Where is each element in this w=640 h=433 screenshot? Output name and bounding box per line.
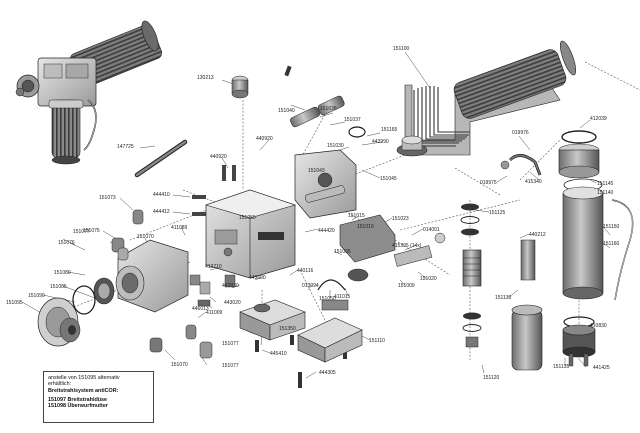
upper-block-151030 [294,149,357,219]
part-label: 019975 [480,180,497,186]
part-label: 151010 [357,224,374,230]
part-label: 415305 (14x) [392,243,422,249]
part-label: 014001 [423,227,440,233]
part-label: 151070 [137,234,154,240]
part-label: 151070 [171,362,188,368]
part-label: 013094 [302,283,319,289]
part-label: 411009 [206,310,223,316]
part-label: 151140 [597,190,614,196]
part-label: 151110 [369,338,385,344]
part-label: 440920 [256,136,273,142]
part-label: 151100 [393,46,410,52]
note-line: anstelle von 151095 alternativ [48,375,120,381]
part-label: 151040 [278,108,295,114]
bracket-151010 [339,214,446,282]
part-label: 151005 [334,249,351,255]
part-label: 441425 [593,365,610,371]
knobs-and-screws [111,165,347,388]
part-label: 151080 [54,270,71,276]
part-label: 151076 [58,240,75,246]
part-label: 151073 [99,195,116,201]
part-label: 411015 [334,294,351,300]
part-label: 412039 [590,116,607,122]
valve-block-lower [239,279,363,363]
part-label: 412710 [205,264,222,270]
part-label: 151077 [222,341,239,347]
part-label: 151145 [597,181,614,187]
part-label: 151090 [28,293,45,299]
hopper-cylinder-assembly [558,130,634,367]
part-label: 151075 [83,228,100,234]
fittings-top [231,65,428,157]
part-label: 151077 [73,229,90,235]
hose-151100 [404,40,577,156]
part-label: 443830 [222,283,239,289]
note-line: erhältlich: [48,381,72,388]
part-label: 151160 [603,241,620,247]
part-label: 151037 [344,117,361,123]
part-label: 151020 [420,276,437,282]
part-label: 410830 [590,323,607,329]
part-label: 443020 [224,300,241,306]
note-line-bold: 151097 Breitstrahldüse [48,396,108,403]
part-label: 151165 [381,127,398,133]
part-label: 151095 [6,300,23,306]
part-label: 151120 [483,375,500,381]
assembled-gun-illustration [15,20,163,165]
part-label: 151055 [239,215,256,221]
part-label: 444305 [319,370,336,376]
part-label: 151125 [489,210,506,216]
note-line-bold: 151098 Überwurfmutter [48,403,108,410]
part-label: 147725 [117,144,134,150]
part-label: 151038 [320,106,337,112]
part-label: 443600 [249,275,266,281]
part-label: 446013 [192,306,209,312]
part-label: 440116 [297,268,314,274]
part-label: 151023 [392,216,409,222]
part-label: 151043 [308,168,325,174]
part-label: 151350 [279,326,296,332]
part-label: 415340 [525,179,542,185]
part-label: 151015 [348,213,365,219]
part-label: 444410 [153,192,170,198]
part-label: 151130 [495,295,512,301]
part-label: 151150 [603,224,620,230]
part-label: 151050 [319,296,336,302]
part-label: 151135 [553,364,570,370]
part-label: 019976 [512,130,529,136]
note-line-bold: Breitstrahlsystem antiCOR: [48,387,119,394]
part-label: 151077 [222,363,239,369]
part-label: 151030 [327,143,344,149]
part-label: 444412 [153,209,170,215]
part-label: 445410 [270,351,287,357]
part-label: 130213 [197,75,214,81]
part-label: 151009 [398,283,415,289]
part-label: 444420 [318,228,335,234]
part-label: 411089 [171,225,188,231]
part-label: 443990 [372,139,389,145]
nozzle-assembly-left [37,239,189,347]
part-label: 151045 [380,176,397,182]
alternative-parts-note: anstelle von 151095 alternativ erhältlic… [43,371,154,423]
gun-body-block [205,189,297,279]
cartridge-stack [460,154,543,371]
part-label: 440920 [210,154,227,160]
part-label: 151085 [50,284,67,290]
part-labels: 151100 130213 151040 151038 151037 15116… [6,46,620,381]
part-label: 440212 [529,232,546,238]
